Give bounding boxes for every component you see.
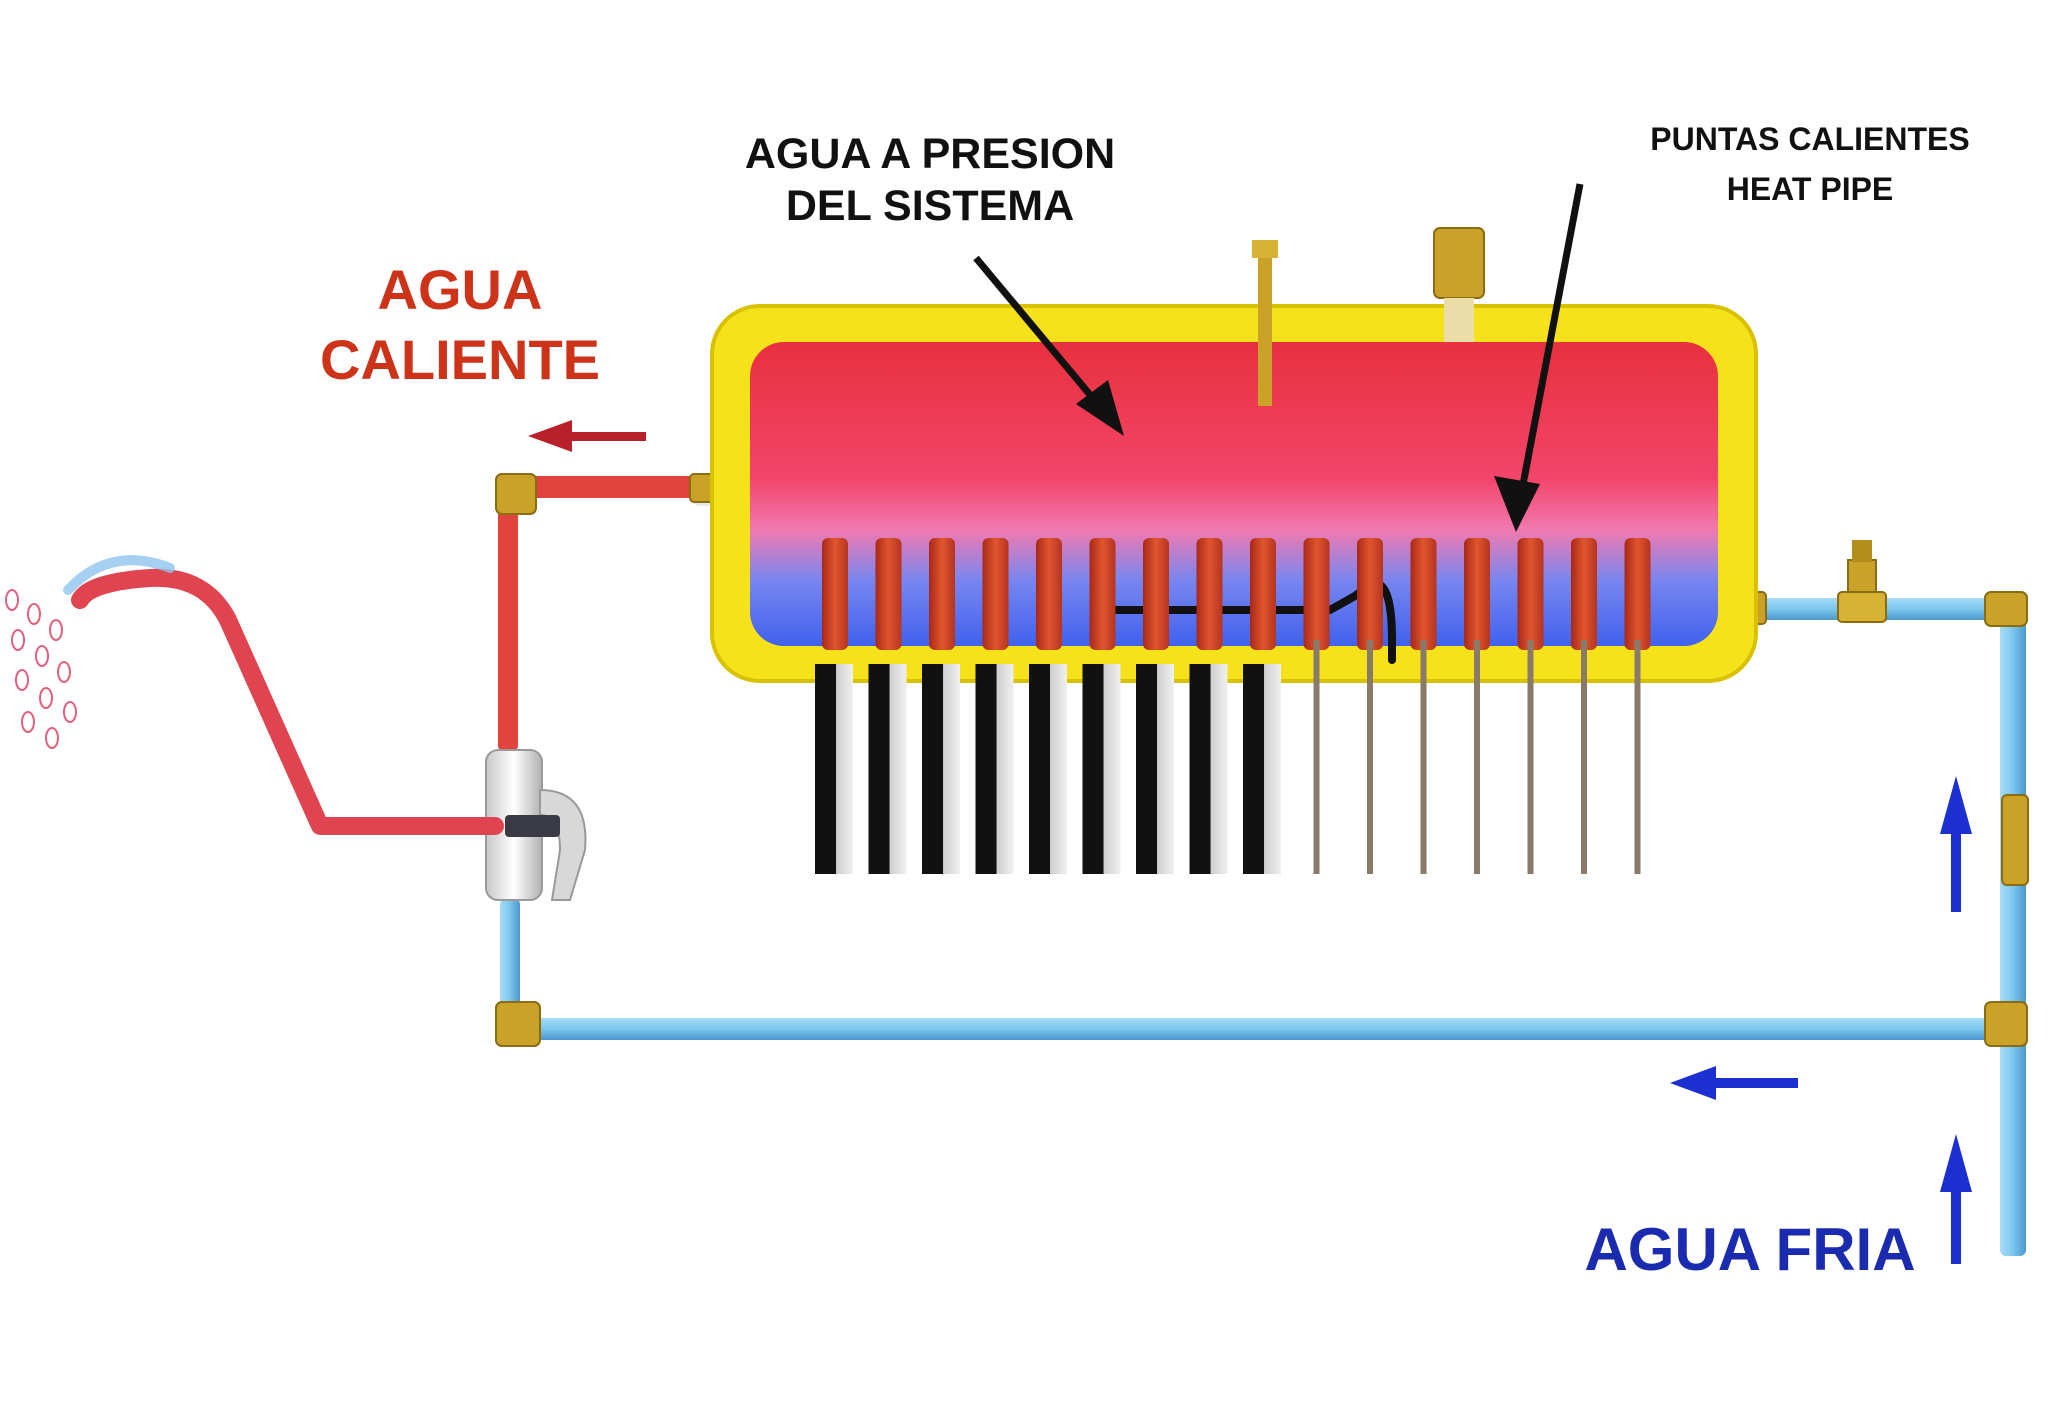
heat-pipe-tip <box>1624 538 1651 650</box>
brass-fitting-right <box>2001 794 2029 886</box>
cold-pipe-right <box>2000 596 2026 1256</box>
evacuated-tube <box>1082 664 1121 874</box>
heat-pipe-tip <box>1250 538 1276 650</box>
brass-elbow-top-right <box>1984 591 2028 627</box>
heat-pipe-label: PUNTAS CALIENTES HEAT PIPE <box>1590 114 2030 214</box>
system-pressure-label: AGUA A PRESION DEL SISTEMA <box>650 128 1210 232</box>
heat-pipe-tip <box>1464 538 1490 650</box>
heat-pipe-pointer-arrow <box>1518 183 1584 491</box>
evacuated-tube <box>922 664 960 874</box>
hot-pipe-top <box>505 476 735 498</box>
evacuated-tube <box>1243 664 1281 874</box>
heat-pipe-tip <box>1357 538 1383 650</box>
heat-pipe-label-line-1: PUNTAS CALIENTES <box>1650 121 1970 157</box>
shower-head-icon <box>5 555 504 835</box>
arrow-up-icon <box>1940 1134 1972 1264</box>
heat-pipe-tip <box>929 538 955 650</box>
relief-valve-icon <box>1837 540 1887 623</box>
system-pressure-label-line-2: DEL SISTEMA <box>785 182 1075 230</box>
evacuated-tube <box>975 664 1014 874</box>
exposed-heat-pipe <box>1634 640 1641 874</box>
arrow-up-icon <box>1940 776 1972 912</box>
thermometer-probe <box>1258 246 1272 406</box>
heat-pipe-tip <box>822 538 848 650</box>
exposed-heat-pipe <box>1527 640 1534 874</box>
shower-arm <box>71 568 504 835</box>
heat-pipe-tips <box>822 538 1651 650</box>
cold-pipe-bottom <box>520 1018 2025 1040</box>
heat-pipe-tip <box>875 538 902 650</box>
heat-pipe-tip <box>1303 538 1330 650</box>
evacuated-tubes <box>815 640 1641 874</box>
pointer-arrows <box>973 183 1584 532</box>
exposed-heat-pipe <box>1313 640 1320 874</box>
storage-tank <box>710 227 1758 683</box>
heat-pipe-tip <box>1196 538 1223 650</box>
mixing-valve-icon <box>485 749 587 901</box>
hot-water-label-line-1: AGUA <box>377 258 543 321</box>
arrow-left-icon <box>528 420 646 452</box>
heat-pipe-tip <box>1036 538 1062 650</box>
evacuated-tube <box>1136 664 1174 874</box>
brass-elbow-bottom-right <box>1984 1001 2028 1047</box>
exposed-heat-pipe <box>1474 640 1480 874</box>
hot-water-label-line-2: CALIENTE <box>320 328 600 391</box>
hot-water-label: AGUA CALIENTE <box>240 255 680 395</box>
heat-pipe-label-line-2: HEAT PIPE <box>1726 171 1894 207</box>
evacuated-tube <box>1029 664 1067 874</box>
exposed-heat-pipe <box>1420 640 1427 874</box>
flow-arrows <box>528 420 1972 1264</box>
heat-pipe-tip <box>1410 538 1437 650</box>
heat-pipe-tip <box>1571 538 1597 650</box>
exposed-heat-pipe <box>1581 640 1587 874</box>
brass-elbow-bottom-left <box>495 1001 541 1047</box>
evacuated-tube <box>815 664 853 874</box>
heat-pipe-tip <box>1517 538 1544 650</box>
system-pressure-label-line-1: AGUA A PRESION <box>744 130 1116 178</box>
air-vent-icon <box>1433 227 1485 342</box>
brass-elbow-hot <box>495 473 537 515</box>
heat-pipe-tip <box>1143 538 1169 650</box>
cold-water-label: AGUA FRIA <box>1584 1216 1916 1283</box>
pressure-pointer-arrow <box>973 255 1109 417</box>
exposed-heat-pipe <box>1367 640 1373 874</box>
cold-water-loop <box>495 540 2029 1256</box>
evacuated-tube <box>1189 664 1228 874</box>
evacuated-tube <box>868 664 907 874</box>
hot-pipe-vertical <box>498 486 518 750</box>
water-spray <box>5 589 77 749</box>
arrow-left-icon <box>1670 1066 1798 1100</box>
heat-pipe-tip <box>1089 538 1116 650</box>
heat-pipe-tip <box>982 538 1009 650</box>
